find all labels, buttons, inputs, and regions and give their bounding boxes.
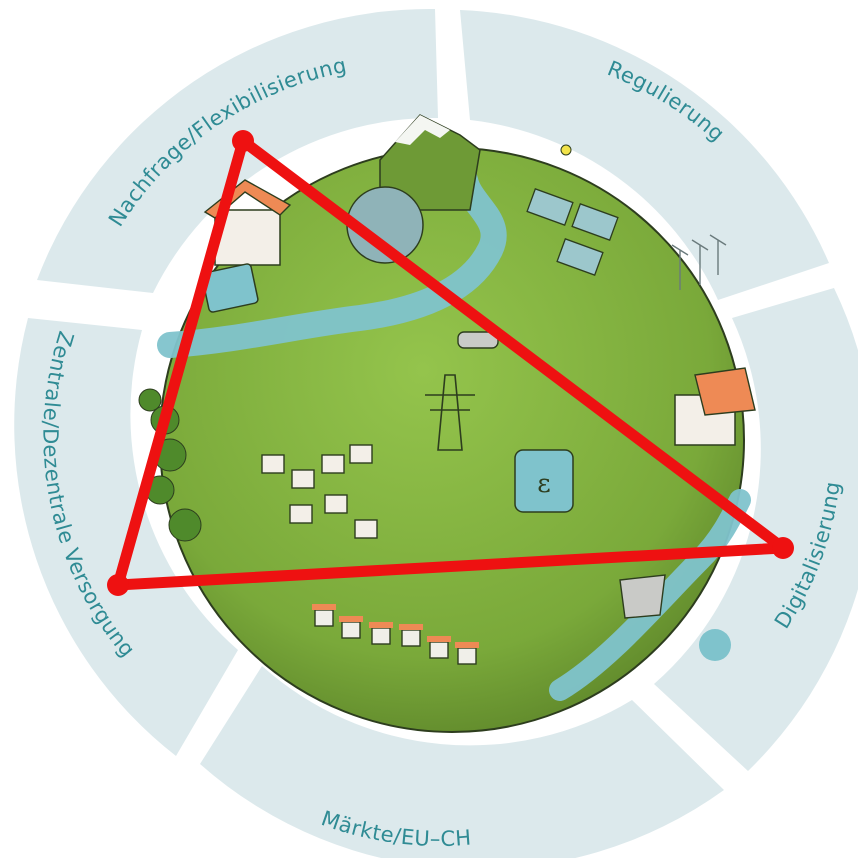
orange-roofs bbox=[312, 604, 479, 648]
ring-segment-maerkte[interactable] bbox=[200, 666, 724, 858]
red-triangle-overlay bbox=[107, 130, 794, 596]
solar-panels bbox=[526, 188, 619, 276]
storage-tank bbox=[514, 449, 574, 513]
storage-tank-symbol: ɛ bbox=[537, 469, 550, 499]
pylon bbox=[425, 374, 475, 451]
triangle-vertex-top bbox=[232, 130, 254, 152]
triangle-vertex-left bbox=[107, 574, 129, 596]
sun bbox=[560, 144, 572, 156]
triangle-vertex-right bbox=[772, 537, 794, 559]
wind-turbines bbox=[671, 234, 727, 290]
ring-segment-regulierung[interactable] bbox=[460, 10, 829, 300]
triangle-outline bbox=[112, 135, 789, 591]
house-top-left bbox=[203, 179, 292, 266]
globe-illustration: ɛ bbox=[138, 114, 756, 733]
houses bbox=[261, 444, 378, 539]
mountain-snow bbox=[395, 115, 450, 145]
river-lower bbox=[549, 489, 751, 701]
house-right bbox=[674, 367, 756, 446]
river bbox=[157, 167, 507, 358]
cooling-tower bbox=[619, 574, 731, 661]
